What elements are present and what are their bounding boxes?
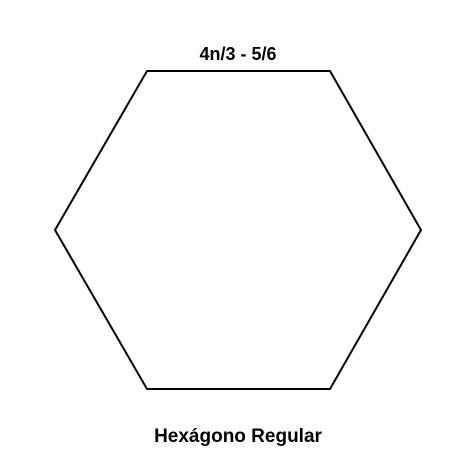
diagram-caption: Hexágono Regular — [154, 426, 322, 447]
top-side-length-label: 4n/3 - 5/6 — [199, 44, 276, 64]
regular-hexagon — [53, 70, 423, 390]
